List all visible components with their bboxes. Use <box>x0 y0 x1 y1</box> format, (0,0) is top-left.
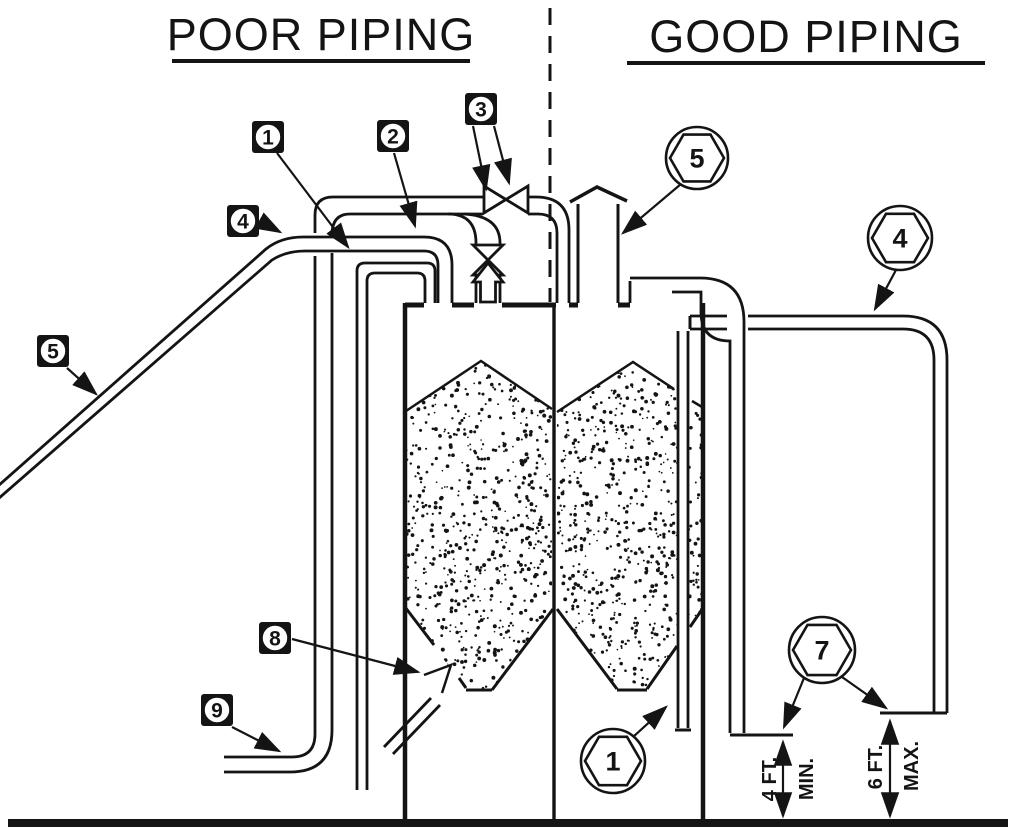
right-pile-outline <box>556 360 703 414</box>
good-piping-title: GOOD PIPING <box>649 11 963 62</box>
leader-hex-7b <box>841 676 889 710</box>
callout-hex-1: 1 <box>579 727 647 795</box>
callout-label: 4 <box>892 224 907 254</box>
dimension-value-right: 6 FT. <box>865 745 887 789</box>
poor-low-discharge-pipe-outer <box>355 261 437 790</box>
poor-piping-section <box>0 183 571 790</box>
poor-sloped-supply-pipe-outer <box>0 235 454 487</box>
good-vent-duct-outer <box>628 276 746 733</box>
callout-leaders <box>66 125 897 753</box>
internal-dip-pipe <box>676 331 690 728</box>
vent-weather-cap <box>569 185 628 204</box>
callout-label: 3 <box>475 99 487 122</box>
leader-hex-7a <box>782 677 806 730</box>
dimension-qualifier-left: MIN. <box>796 758 818 800</box>
dimension-value-left: 4 FT. <box>759 757 781 801</box>
poor-riser-pipe-outer <box>224 195 571 759</box>
callout-hex-7: 7 <box>787 615 857 685</box>
callout-square-8: 8 <box>259 622 291 654</box>
callout-label: 9 <box>211 700 223 723</box>
poor-low-discharge-pipe-inner <box>365 271 427 790</box>
hopper-nozzle <box>382 662 453 755</box>
leader-5 <box>66 367 98 396</box>
upward-flow-arrow <box>470 260 506 304</box>
callout-label: 2 <box>387 126 399 149</box>
leader-1 <box>276 152 350 250</box>
dip-pipe-mask <box>678 340 688 670</box>
right-hopper <box>555 607 705 692</box>
callout-label: 4 <box>237 211 249 234</box>
good-fill-pipe-outer <box>690 314 949 713</box>
callout-label: 1 <box>605 747 620 777</box>
callout-label: 7 <box>814 636 829 666</box>
good-fill-pipe-inner <box>690 327 936 713</box>
leader-8 <box>291 637 421 675</box>
dimension-annotations: 4 FT. MIN. 6 FT. MAX. <box>759 718 923 819</box>
callout-hex-4: 4 <box>866 204 934 272</box>
callout-square-1: 1 <box>252 121 284 153</box>
leader-9 <box>231 726 282 753</box>
callout-square-2: 2 <box>377 120 409 152</box>
leader-hex-5 <box>620 183 682 235</box>
leader-2 <box>392 152 418 229</box>
good-piping-section <box>569 185 949 737</box>
leader-3a <box>471 125 491 192</box>
callout-square-5: 5 <box>37 335 69 367</box>
valve-horizontal <box>482 183 530 216</box>
callout-square-4: 4 <box>227 205 259 237</box>
leader-hex-1 <box>632 705 668 738</box>
callout-label: 8 <box>269 628 281 651</box>
leader-3b <box>492 125 512 186</box>
callout-square-3: 3 <box>465 93 497 125</box>
callout-label: 1 <box>262 127 274 150</box>
callout-square-9: 9 <box>201 694 233 726</box>
good-vent-duct-inner <box>672 290 732 733</box>
left-pile-outline <box>405 359 553 413</box>
poor-riser-pipe-inner <box>224 212 559 774</box>
leader-4 <box>254 212 283 234</box>
poor-piping-title: POOR PIPING <box>167 9 476 60</box>
left-hopper <box>403 606 555 692</box>
dimension-qualifier-right: MAX. <box>901 741 923 791</box>
vent-pipe <box>576 204 620 303</box>
callout-label: 5 <box>689 144 704 174</box>
storage-bin <box>402 302 706 823</box>
ground-line <box>8 819 1008 827</box>
callout-label: 5 <box>47 341 59 364</box>
callout-hex-5: 5 <box>664 125 730 191</box>
leader-hex-4 <box>873 269 897 312</box>
poor-sloped-supply-pipe-inner <box>0 249 440 500</box>
